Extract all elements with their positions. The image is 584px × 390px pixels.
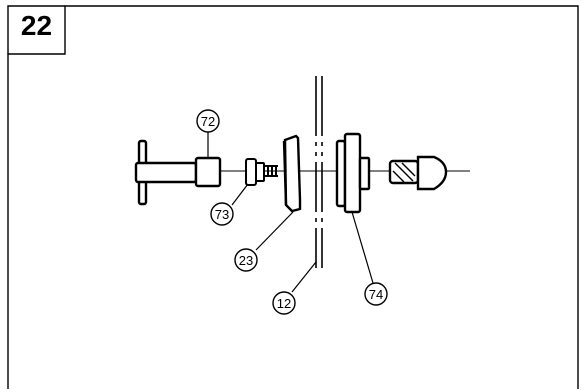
callout-12-label: 12 <box>277 296 291 311</box>
callout-74: 74 <box>365 283 387 305</box>
callout-72: 72 <box>197 110 219 132</box>
callout-73-label: 73 <box>215 207 229 222</box>
knob <box>390 157 446 189</box>
callout-23: 23 <box>235 249 257 271</box>
callout-23-label: 23 <box>239 253 253 268</box>
part-12-panel <box>316 76 322 268</box>
part-23-disc <box>284 136 300 211</box>
callout-72-label: 72 <box>201 114 215 129</box>
part-73-bolt <box>246 159 278 185</box>
step-number: 22 <box>8 6 65 46</box>
callout-74-label: 74 <box>369 287 383 302</box>
callout-73: 73 <box>211 203 233 225</box>
callout-12: 12 <box>273 292 295 314</box>
part-74-bushing <box>337 134 369 212</box>
